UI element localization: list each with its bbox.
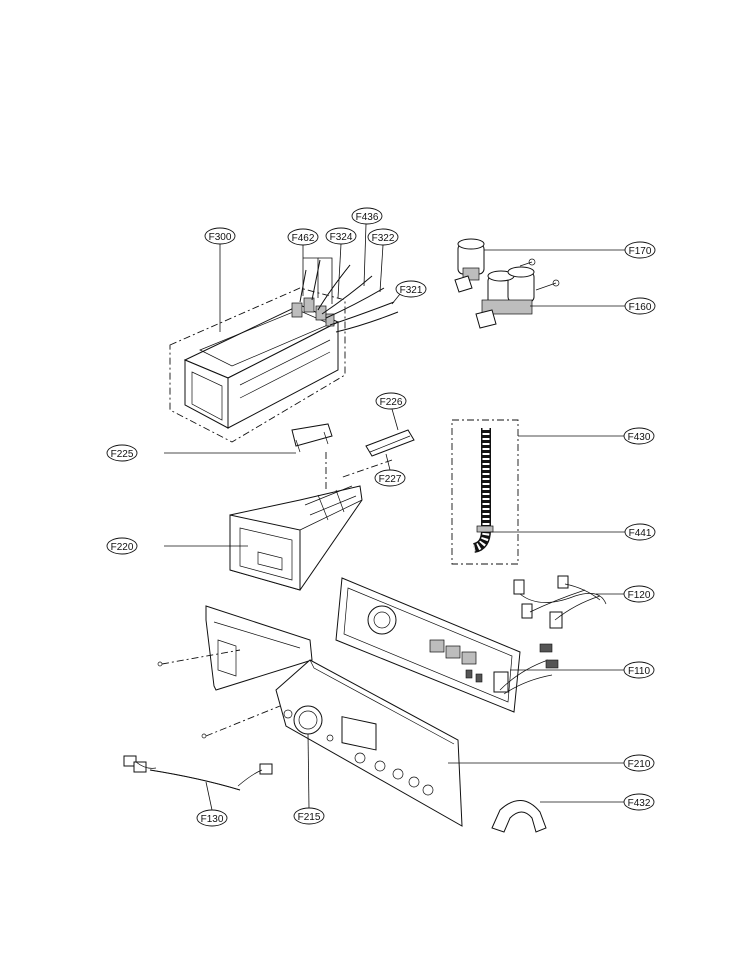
callout-F441: F441 xyxy=(624,523,656,541)
siphon-cap xyxy=(291,423,333,453)
dispenser-drawer xyxy=(229,485,363,591)
callout-F120: F120 xyxy=(623,585,655,603)
callout-F170: F170 xyxy=(624,241,656,259)
callout-F227: F227 xyxy=(374,469,406,487)
hose-clamp xyxy=(491,800,547,833)
callout-label: F170 xyxy=(629,246,652,257)
callout-label: F110 xyxy=(628,666,650,677)
callout-F462: F462 xyxy=(287,228,319,246)
callout-F220: F220 xyxy=(106,537,138,555)
control-panel-front xyxy=(275,659,463,827)
callout-F130: F130 xyxy=(196,809,228,827)
callout-label: F321 xyxy=(400,285,423,296)
callout-label: F120 xyxy=(628,590,651,601)
callout-label: F227 xyxy=(379,474,402,485)
callout-label: F300 xyxy=(209,232,232,243)
callout-F160: F160 xyxy=(624,297,656,315)
callout-label: F215 xyxy=(298,812,321,823)
callout-label: F436 xyxy=(356,212,379,223)
water-valve-double xyxy=(475,266,560,329)
callout-F300: F300 xyxy=(204,227,236,245)
callout-label: F225 xyxy=(111,449,134,460)
water-valve-single xyxy=(454,238,536,293)
callout-label: F160 xyxy=(629,302,652,313)
callout-F432: F432 xyxy=(623,793,655,811)
dispenser-housing xyxy=(169,287,346,443)
callout-F324: F324 xyxy=(325,227,357,245)
callout-F226: F226 xyxy=(375,392,407,410)
callout-label: F441 xyxy=(629,528,652,539)
callout-label: F432 xyxy=(628,798,651,809)
hose-kit xyxy=(451,419,519,565)
leader-lines xyxy=(164,223,625,811)
callout-label: F130 xyxy=(201,814,224,825)
callout-F210: F210 xyxy=(623,754,655,772)
callout-label: F462 xyxy=(292,233,315,244)
callout-F321: F321 xyxy=(395,280,427,298)
callout-F225: F225 xyxy=(106,444,138,462)
panel-frame xyxy=(157,605,313,739)
callout-F430: F430 xyxy=(623,427,655,445)
callout-label: F220 xyxy=(111,542,134,553)
callout-F436: F436 xyxy=(351,207,383,225)
control-board xyxy=(335,577,559,713)
callout-label: F324 xyxy=(330,232,353,243)
callout-label: F210 xyxy=(628,759,651,770)
callout-label: F226 xyxy=(380,397,403,408)
wire-harness-upper xyxy=(513,575,607,629)
wire-harness-lower xyxy=(123,755,273,791)
callout-F322: F322 xyxy=(367,228,399,246)
callout-F110: F110 xyxy=(623,661,655,679)
callout-label: F430 xyxy=(628,432,651,443)
callout-F215: F215 xyxy=(293,807,325,825)
dispenser-cover-small xyxy=(365,429,415,457)
callout-label: F322 xyxy=(372,233,395,244)
